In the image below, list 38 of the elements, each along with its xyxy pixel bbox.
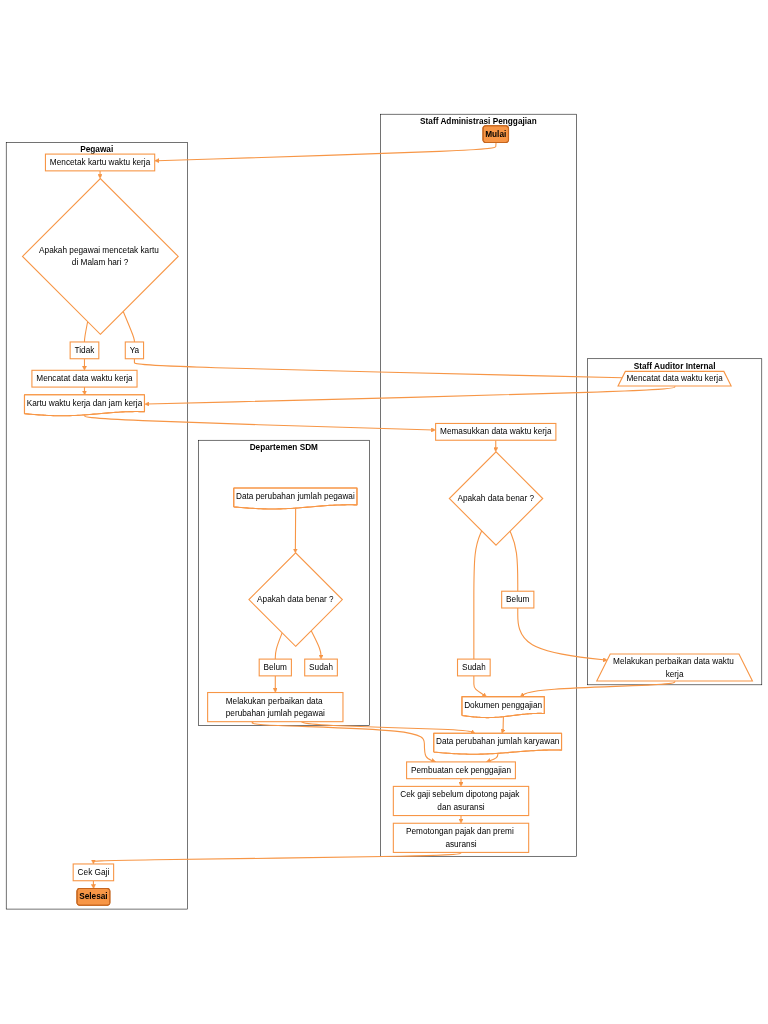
connector — [473, 530, 483, 660]
node-box: Cek Gaji — [72, 863, 115, 882]
arrow — [493, 440, 499, 453]
node-diamond: Apakah data benar ? — [448, 451, 544, 547]
connector — [274, 632, 283, 660]
node-box: Tidak — [69, 341, 100, 360]
arrow — [91, 852, 462, 865]
connector — [83, 321, 89, 343]
node-box: Mencetak kartu waktu kerja — [44, 153, 156, 172]
arrow — [485, 753, 499, 764]
node-box: Sudah — [456, 658, 491, 677]
node-box: Memasukkan data waktu kerja — [435, 423, 557, 442]
node-diamond: Apakah pegawai mencetak kartu di Malam hari ? — [21, 178, 179, 336]
node-box: Pemotongan pajak dan premi asuransi — [392, 823, 530, 854]
arrow — [144, 386, 676, 407]
node-diamond: Apakah data benar ? — [248, 552, 344, 648]
node-box: Melakukan perbaikan data perubahan jumlah pegawai — [207, 692, 344, 723]
arrow — [154, 142, 497, 164]
connector — [122, 311, 135, 343]
arrow — [251, 721, 437, 764]
arrow — [310, 630, 324, 660]
connector — [509, 530, 519, 593]
node-box: Sudah — [304, 658, 338, 677]
arrow — [272, 675, 278, 694]
node-box: Cek gaji sebelum dipotong pajak dan asuransi — [392, 786, 530, 817]
node-box: Pembuatan cek penggajian — [406, 761, 516, 780]
node-box: Belum — [501, 591, 535, 609]
arrow — [458, 778, 464, 787]
arrow — [517, 607, 608, 663]
arrow — [82, 386, 87, 396]
arrow — [90, 880, 96, 890]
connector — [133, 358, 624, 379]
node-box: Ya — [124, 341, 145, 360]
arrow — [82, 358, 87, 371]
node-box: Mencatat data waktu kerja — [31, 370, 138, 388]
node-box: Belum — [258, 658, 292, 677]
arrow — [292, 508, 298, 554]
arrow — [458, 815, 464, 824]
